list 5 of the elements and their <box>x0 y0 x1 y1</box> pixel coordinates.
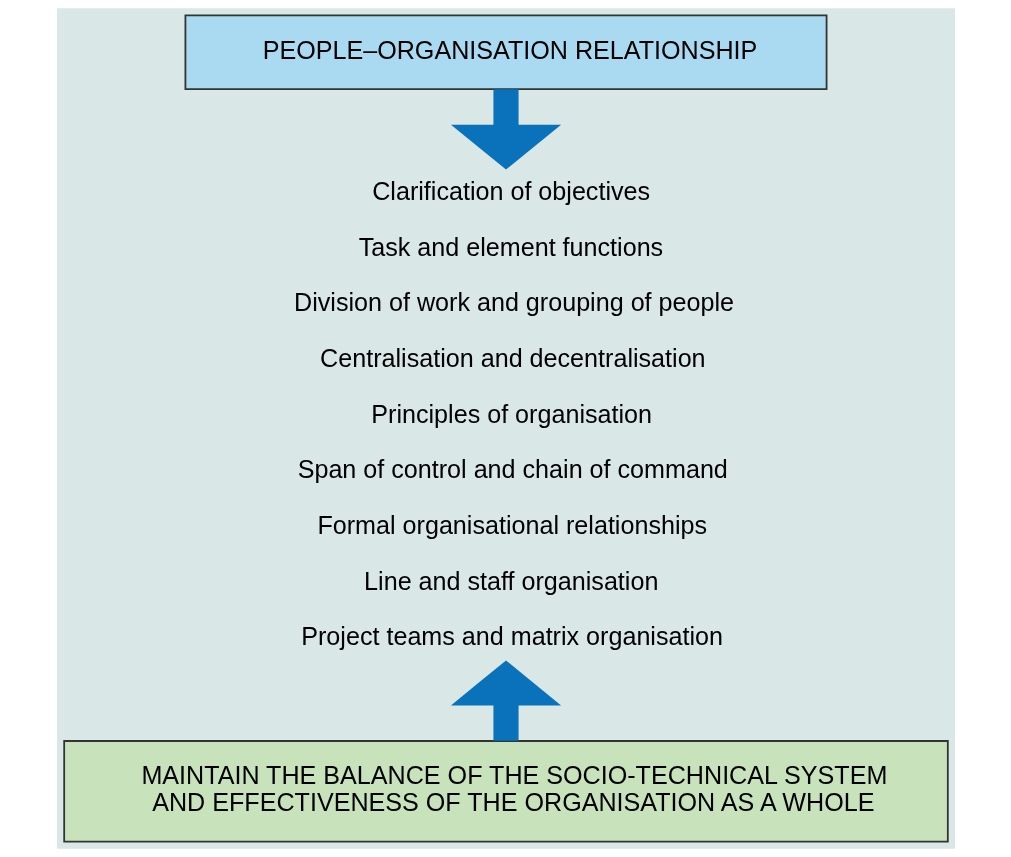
arrow <box>450 89 561 170</box>
node-box: PEOPLE–ORGANISATION RELATIONSHIP <box>184 14 827 90</box>
arrow <box>450 660 561 741</box>
node-text: Clarification of objectives Task and element functions Division of work and grouping of people Centralisation and decentralisation Principles of organisation Span of control and chain of command Formal organisational relationships Line and staff organisation Project teams and matrix organisation <box>293 176 734 651</box>
node-box: MAINTAIN THE BALANCE OF THE SOCIO-TECHNICAL SYSTEM AND EFFECTIVENESS OF THE ORGANISATION AS A WHOLE <box>62 740 949 843</box>
